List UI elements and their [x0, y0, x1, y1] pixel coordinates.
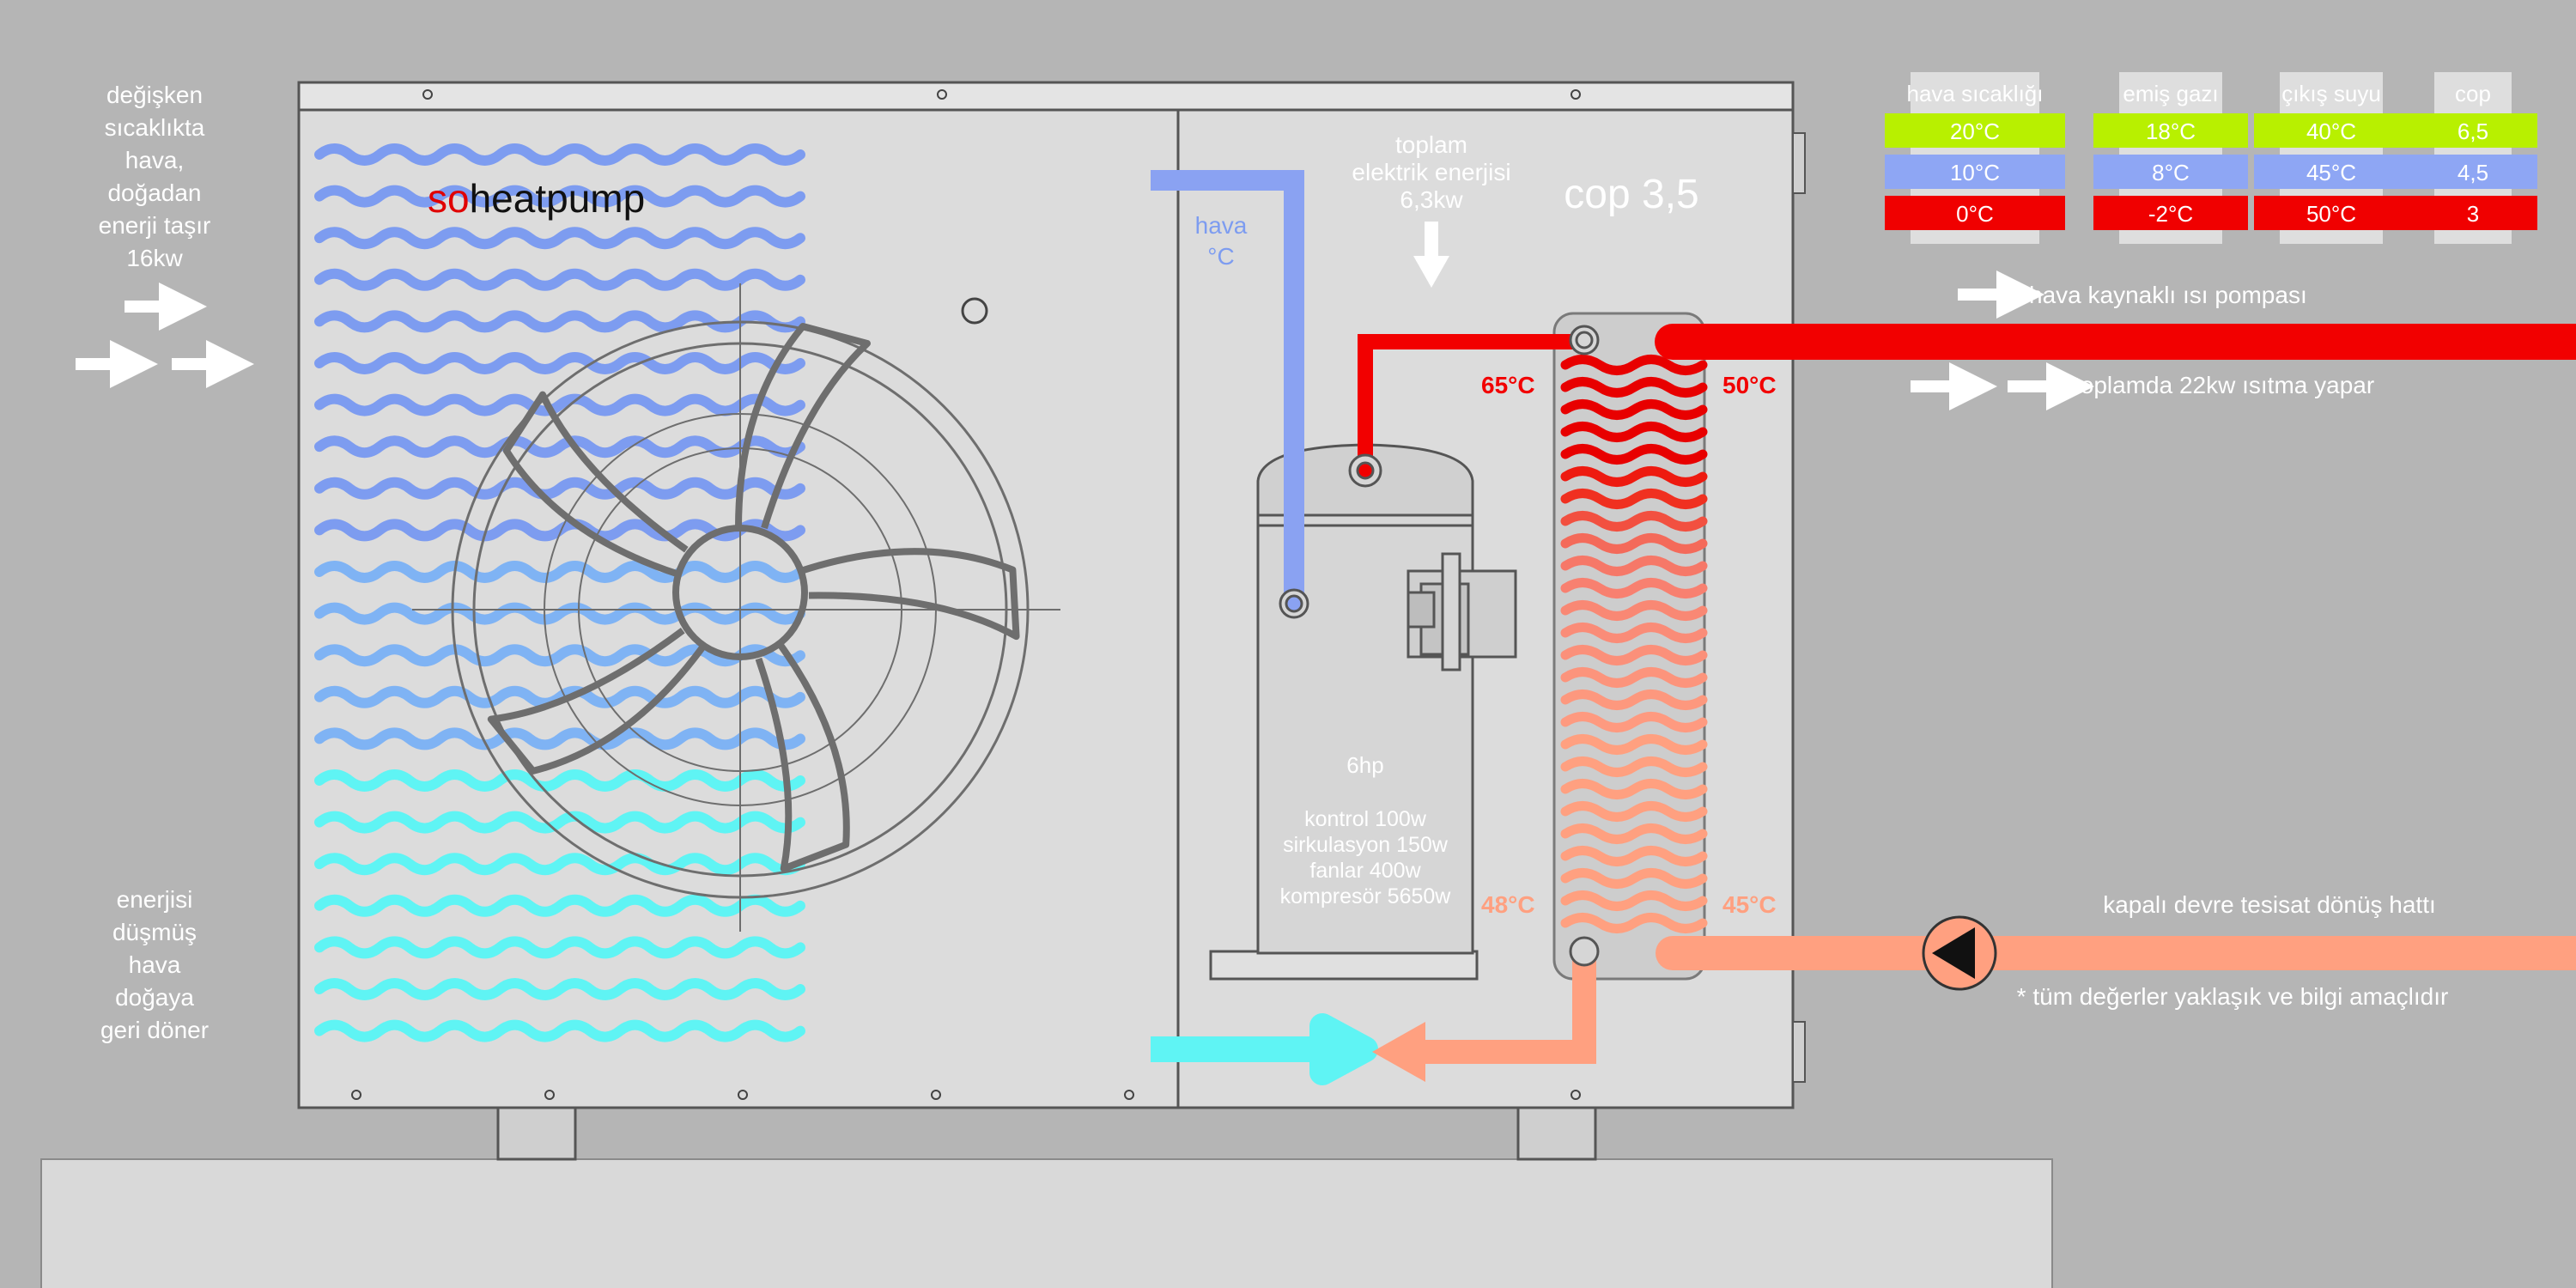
table-cell [2093, 196, 2248, 230]
table-cell-text: 4,5 [2458, 160, 2488, 185]
pipe-ports [1279, 325, 1600, 967]
pipes [1151, 170, 2576, 1064]
table-cell-text: 8°C [2152, 160, 2190, 185]
table-cell-text: 3 [2467, 201, 2479, 227]
compressor-line-circulation: sirkulasyon 150w [1283, 833, 1449, 857]
hinge-top [1792, 132, 1806, 194]
hinge-bottom [1792, 1021, 1806, 1083]
table-cell [2409, 196, 2537, 230]
cold-air-out-arrow-icon [1151, 1013, 1378, 1085]
brand-logo: soheatpump [428, 176, 645, 221]
table-cell [1885, 196, 2065, 230]
table-cell [2254, 113, 2409, 148]
unit-top-rail [297, 81, 1795, 112]
cop-value: cop 3,5 [1564, 172, 1698, 217]
electric-energy-label: toplam elektrik enerjisi 6,3kw [1352, 131, 1510, 213]
temp-cold-in: 48°C [1481, 891, 1535, 918]
heat-pump-unit [297, 81, 1795, 1109]
table-header: çıkış suyu [2281, 81, 2381, 106]
compressor-power-list: kontrol 100w sirkulasyon 150w fanlar 400… [1280, 807, 1452, 908]
unit-screws [351, 89, 1581, 1100]
inlet-line-2: sıcaklıkta [105, 114, 205, 141]
table-cell [2254, 196, 2409, 230]
inlet-line-3: hava, [125, 147, 185, 173]
unit-foot-left [496, 1106, 577, 1161]
ground-slab [40, 1158, 2053, 1288]
temp-hot-in: 65°C [1481, 372, 1535, 398]
brand-suffix: heatpump [470, 176, 646, 221]
table-cell-text: 45°C [2306, 160, 2356, 185]
fan-blade [755, 641, 850, 872]
inlet-line-5: enerji taşır [99, 212, 211, 239]
inlet-line-6: 16kw [126, 245, 183, 271]
output-labels: hava kaynaklı ısı pompası toplamda 22kw … [2017, 282, 2449, 1010]
electric-line-2: elektrik enerjisi [1352, 159, 1510, 185]
air-temp-label: hava °C [1195, 212, 1248, 270]
outlet-line-5: geri döner [100, 1017, 209, 1043]
table-cell-text: 40°C [2306, 118, 2356, 144]
table-cell [1885, 113, 2065, 148]
compressor-line-compressor: kompresör 5650w [1280, 884, 1452, 908]
table-header: emiş gazı [2123, 81, 2218, 106]
outlet-line-3: hava [129, 951, 181, 978]
outlet-line-1: enerjisi [117, 886, 193, 913]
fan-blade [487, 628, 707, 775]
electric-line-1: toplam [1395, 131, 1467, 158]
total-heating-label: toplamda 22kw ısıtma yapar [2074, 372, 2374, 398]
brand-prefix: so [428, 176, 470, 221]
table-cell-text: 20°C [1950, 118, 2000, 144]
inlet-air-label: değişken sıcaklıkta hava, doğadan enerji… [99, 82, 211, 271]
arrow-down-icon [1413, 222, 1449, 288]
suction-pipe [1151, 170, 1304, 605]
outlet-line-2: düşmüş [112, 919, 197, 945]
table-cell-text: 18°C [2146, 118, 2196, 144]
outlet-air-label: enerjisi düşmüş hava doğaya geri döner [100, 886, 209, 1043]
fan-blade [799, 548, 1020, 641]
table-cell [2409, 155, 2537, 189]
inlet-arrows [76, 283, 254, 388]
table-cell-text: 50°C [2306, 201, 2356, 227]
refrigerant-return-pipe [1425, 953, 1596, 1064]
compressor-line-control: kontrol 100w [1304, 807, 1427, 831]
output-arrows [1911, 270, 2094, 410]
table-cell [2093, 155, 2248, 189]
compressor-hp: 6hp [1346, 752, 1383, 778]
pump-type-label: hava kaynaklı ısı pompası [2029, 282, 2307, 308]
fan-icon [412, 283, 1060, 932]
inlet-line-1: değişken [106, 82, 203, 108]
discharge-pipe [1358, 334, 1584, 468]
table-header: hava sıcaklığı [1907, 81, 2044, 106]
table-cell-text: -2°C [2148, 201, 2193, 227]
inlet-line-4: doğadan [107, 179, 201, 206]
table-cell [1885, 155, 2065, 189]
temp-hot-out: 50°C [1722, 372, 1777, 398]
table-header: cop [2455, 81, 2491, 106]
table-cell [2093, 113, 2248, 148]
table-cell [2409, 113, 2537, 148]
return-arrow-icon [1372, 1022, 1425, 1082]
fan-blade [502, 391, 689, 578]
compressor-line-fans: fanlar 400w [1309, 859, 1421, 883]
table-cell [2254, 155, 2409, 189]
exchanger-temps: 65°C 50°C 48°C 45°C [1481, 372, 1777, 918]
table-cell-text: 10°C [1950, 160, 2000, 185]
temp-cold-out: 45°C [1722, 891, 1777, 918]
air-temp-line-1: hava [1195, 212, 1248, 239]
table-cell-text: 6,5 [2458, 118, 2488, 144]
fan-blade [735, 323, 871, 530]
air-temp-line-2: °C [1207, 243, 1234, 270]
cop-table: hava sıcaklığı emiş gazı çıkış suyu cop 20°C… [1885, 72, 2537, 244]
return-line-label: kapalı devre tesisat dönüş hattı [2103, 891, 2436, 918]
pump-icon[interactable] [1922, 915, 1997, 991]
outlet-line-4: doğaya [115, 984, 194, 1011]
unit-foot-right [1516, 1106, 1597, 1161]
electric-line-3: 6,3kw [1400, 186, 1463, 213]
table-cell-text: 0°C [1956, 201, 1994, 227]
disclaimer-note: * tüm değerler yaklaşık ve bilgi amaçlıd… [2017, 983, 2449, 1010]
